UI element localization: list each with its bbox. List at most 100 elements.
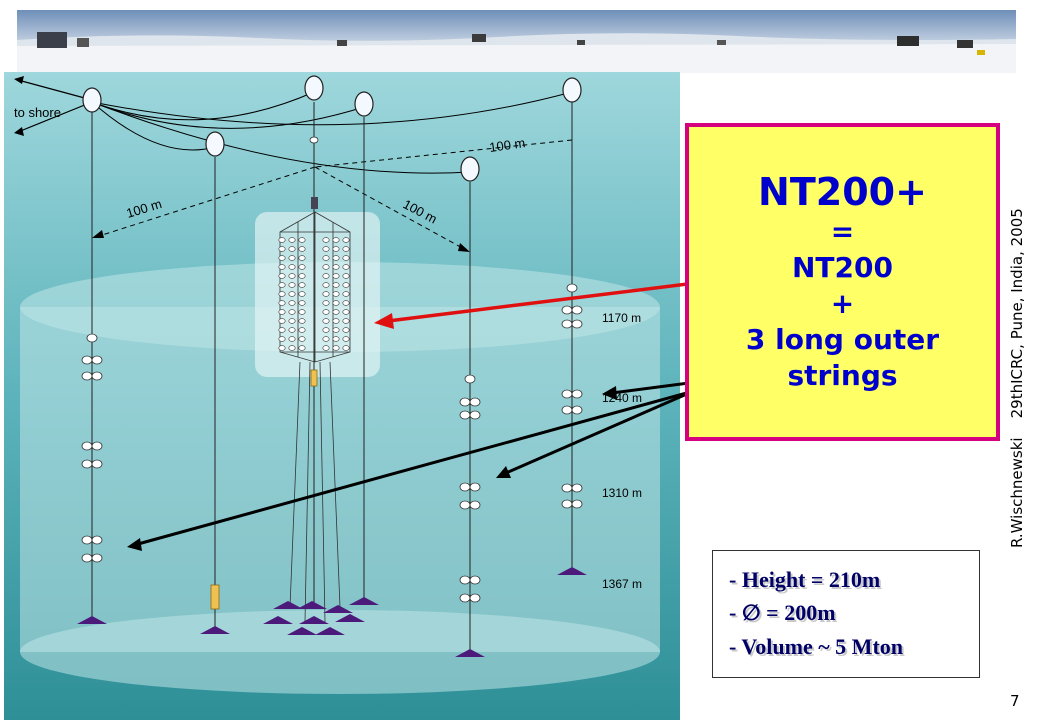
optical-module bbox=[91, 535, 103, 545]
spec-volume: - Volume ~ 5 Mton bbox=[729, 634, 904, 659]
string-anchor bbox=[335, 614, 365, 622]
optical-module bbox=[571, 499, 583, 509]
nt200-optical-module bbox=[342, 282, 350, 288]
box-equals: = bbox=[830, 215, 855, 248]
spec-diameter-value: = 200m bbox=[760, 600, 836, 625]
nt200-optical-module bbox=[322, 264, 330, 270]
nt200-optical-module bbox=[332, 318, 340, 324]
nt200-optical-module bbox=[288, 309, 296, 315]
nt200-optical-module bbox=[342, 336, 350, 342]
buoy bbox=[82, 87, 102, 113]
detector-diagram: to shore 100 m 100 m 100 m bbox=[4, 72, 680, 720]
nt200-optical-module bbox=[322, 327, 330, 333]
optical-module bbox=[91, 441, 103, 451]
string-anchor bbox=[200, 626, 230, 634]
optical-module bbox=[309, 136, 319, 144]
buoy bbox=[562, 77, 582, 103]
optical-module bbox=[571, 305, 583, 315]
nt200-optical-module bbox=[298, 237, 306, 243]
nt200-optical-module bbox=[332, 255, 340, 261]
nt200-optical-module bbox=[298, 291, 306, 297]
optical-module bbox=[91, 553, 103, 563]
nt200-optical-module bbox=[332, 264, 340, 270]
box-outer-strings-line2: strings bbox=[787, 359, 898, 392]
nt200-optical-module bbox=[278, 309, 286, 315]
string-anchor bbox=[299, 616, 329, 624]
distance-label-top: 100 m bbox=[488, 135, 526, 155]
nt200-optical-module bbox=[322, 291, 330, 297]
diameter-symbol: ∅ bbox=[741, 601, 761, 626]
nt200-optical-module bbox=[332, 273, 340, 279]
optical-module bbox=[469, 482, 481, 492]
string-anchor bbox=[263, 616, 293, 624]
optical-module bbox=[469, 410, 481, 420]
nt200-module bbox=[310, 369, 318, 387]
depth-label-1170: 1170 m bbox=[602, 311, 641, 325]
string-anchor bbox=[455, 649, 485, 657]
nt200-optical-module bbox=[342, 273, 350, 279]
nt200-optical-module bbox=[342, 255, 350, 261]
nt200-optical-module bbox=[278, 264, 286, 270]
nt200-optical-module bbox=[332, 309, 340, 315]
optical-module bbox=[469, 397, 481, 407]
ice-camp-panorama bbox=[17, 10, 1016, 73]
nt200-plus-title: NT200+ bbox=[758, 170, 927, 214]
buoy bbox=[354, 91, 374, 117]
string-anchor bbox=[297, 601, 327, 609]
nt200-optical-module bbox=[278, 246, 286, 252]
optical-module bbox=[566, 283, 578, 293]
nt200-optical-module bbox=[332, 300, 340, 306]
nt200-optical-module bbox=[278, 327, 286, 333]
spec-height: - Height = 210m bbox=[729, 567, 881, 592]
nt200-optical-module bbox=[298, 273, 306, 279]
nt200-optical-module bbox=[322, 273, 330, 279]
nt200-optical-module bbox=[278, 291, 286, 297]
nt200-optical-module bbox=[332, 246, 340, 252]
nt200-optical-module bbox=[278, 318, 286, 324]
string-anchor bbox=[287, 627, 317, 635]
string-anchor bbox=[349, 597, 379, 605]
nt200-optical-module bbox=[278, 300, 286, 306]
box-nt200: NT200 bbox=[792, 251, 893, 284]
nt200-optical-module bbox=[342, 345, 350, 351]
optical-module bbox=[571, 483, 583, 493]
nt200-optical-module bbox=[288, 282, 296, 288]
nt200-optical-module bbox=[288, 255, 296, 261]
optical-module bbox=[91, 355, 103, 365]
to-shore-arrow-upper bbox=[17, 79, 93, 101]
nt200-optical-module bbox=[322, 309, 330, 315]
nt200-optical-module bbox=[298, 246, 306, 252]
nt200-optical-module bbox=[342, 327, 350, 333]
nt200-optical-module bbox=[342, 246, 350, 252]
buoy bbox=[304, 75, 324, 101]
nt200-optical-module bbox=[332, 336, 340, 342]
box-plus: + bbox=[830, 287, 855, 320]
string-anchor bbox=[557, 567, 587, 575]
optical-module bbox=[469, 575, 481, 585]
nt200-optical-module bbox=[298, 255, 306, 261]
optical-module bbox=[571, 319, 583, 329]
nt200-region bbox=[255, 212, 380, 377]
string-anchor bbox=[273, 601, 303, 609]
black-arrow-left-string bbox=[137, 384, 713, 546]
nt200-optical-module bbox=[322, 255, 330, 261]
nt200-optical-module bbox=[298, 318, 306, 324]
nt200-optical-module bbox=[322, 336, 330, 342]
nt200-optical-module bbox=[288, 291, 296, 297]
optical-module bbox=[86, 333, 98, 343]
nt200-optical-module bbox=[278, 336, 286, 342]
nt200-optical-module bbox=[288, 273, 296, 279]
nt200-optical-module bbox=[332, 282, 340, 288]
optical-module bbox=[571, 389, 583, 399]
optical-module bbox=[464, 374, 476, 384]
nt200-optical-module bbox=[278, 237, 286, 243]
nt200-optical-module bbox=[332, 291, 340, 297]
black-arrow-right-string bbox=[505, 381, 713, 475]
optical-module bbox=[469, 500, 481, 510]
buoy bbox=[460, 156, 480, 182]
spec-diameter-prefix: - bbox=[729, 600, 742, 625]
string-module bbox=[210, 584, 220, 610]
buoy bbox=[205, 131, 225, 157]
nt200-optical-module bbox=[298, 327, 306, 333]
